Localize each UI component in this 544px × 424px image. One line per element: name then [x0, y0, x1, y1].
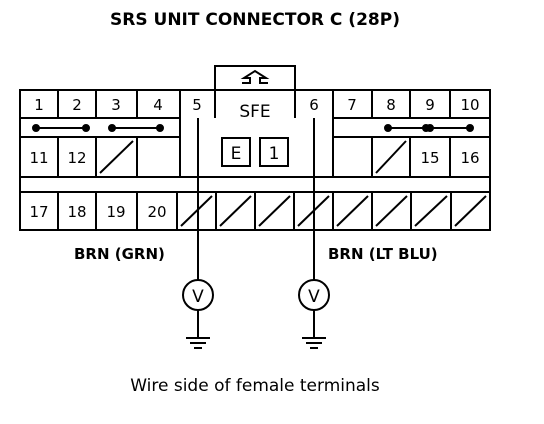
- terminal-12: 12: [67, 149, 86, 167]
- terminal-16: 16: [460, 149, 479, 167]
- blank-cell-mark: [99, 140, 134, 174]
- up-arrow-icon: [240, 69, 270, 84]
- terminal-7: 7: [347, 96, 357, 114]
- terminal-4: 4: [153, 96, 163, 114]
- ground-icon: [186, 337, 210, 349]
- terminal-6: 6: [309, 96, 319, 114]
- shorting-bar: [32, 124, 474, 132]
- wire-label-brn-lt-blu: BRN (LT BLU): [328, 245, 438, 263]
- blank-cell-mark: [454, 195, 487, 227]
- terminal-15: 15: [420, 149, 439, 167]
- terminal-19: 19: [106, 203, 125, 221]
- terminal-18: 18: [67, 203, 86, 221]
- blank-cell-mark: [375, 140, 407, 174]
- blank-cell-mark: [414, 195, 448, 227]
- voltmeter-symbol: V: [308, 287, 320, 307]
- code-box-left: [221, 137, 251, 167]
- diagram-caption: Wire side of female terminals: [130, 376, 380, 396]
- diagram-title: SRS UNIT CONNECTOR C (28P): [110, 10, 400, 30]
- terminal-3: 3: [111, 96, 121, 114]
- ground-icon: [302, 337, 326, 349]
- code-box-right: [259, 137, 289, 167]
- blank-cell-mark: [375, 195, 408, 227]
- blank-cell-mark: [258, 195, 291, 227]
- connector-key: [214, 65, 296, 90]
- terminal-20: 20: [147, 203, 166, 221]
- terminal-11: 11: [29, 149, 48, 167]
- key-label: SFE: [239, 102, 270, 122]
- voltmeter-symbol: V: [192, 287, 204, 307]
- terminal-2: 2: [72, 96, 82, 114]
- terminal-9: 9: [425, 96, 435, 114]
- wire-label-brn-grn: BRN (GRN): [74, 245, 165, 263]
- terminal-1: 1: [34, 96, 44, 114]
- blank-cell-mark: [336, 195, 369, 227]
- blank-cell-mark: [219, 195, 252, 227]
- code-right: 1: [269, 144, 280, 164]
- blank-cell-mark: [180, 195, 213, 227]
- terminal-17: 17: [29, 203, 48, 221]
- terminal-5: 5: [192, 96, 202, 114]
- terminal-8: 8: [386, 96, 396, 114]
- code-left: E: [231, 144, 242, 164]
- terminal-10: 10: [460, 96, 479, 114]
